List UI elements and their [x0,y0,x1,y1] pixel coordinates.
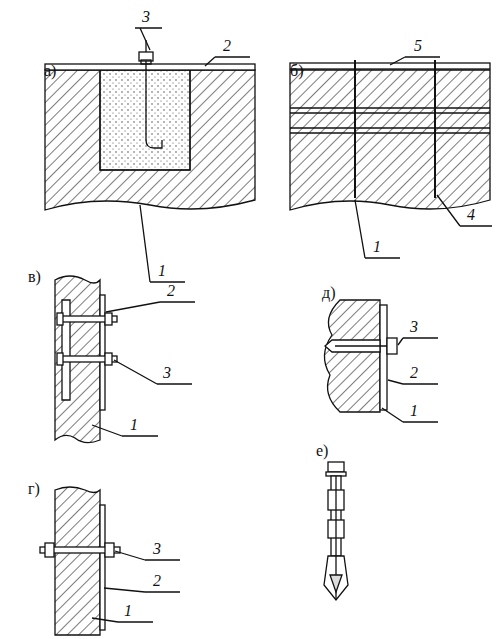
figure-letter: д) [322,284,335,302]
callout-number: 3 [410,318,418,336]
callout-number: 5 [414,37,422,55]
callout-number: 1 [130,416,138,434]
callout-number: 3 [163,364,171,382]
callout-number: 3 [142,8,150,26]
callout-number: 1 [158,262,166,280]
callout-number: 2 [153,572,161,590]
callout-number: 1 [124,602,132,620]
callout-number: 1 [410,402,418,420]
callout-number: 3 [153,540,161,558]
figure-letter: е) [316,442,328,460]
callout-number: 4 [467,206,475,224]
callout-number: 2 [410,364,418,382]
callout-number: 1 [373,238,381,256]
figure-letter: б) [290,62,303,80]
figure-letter: а) [44,62,56,80]
callout-number: 2 [223,37,231,55]
figure-letter: г) [28,480,40,498]
figure-letter: в) [28,268,41,286]
callout-number: 2 [167,282,175,300]
